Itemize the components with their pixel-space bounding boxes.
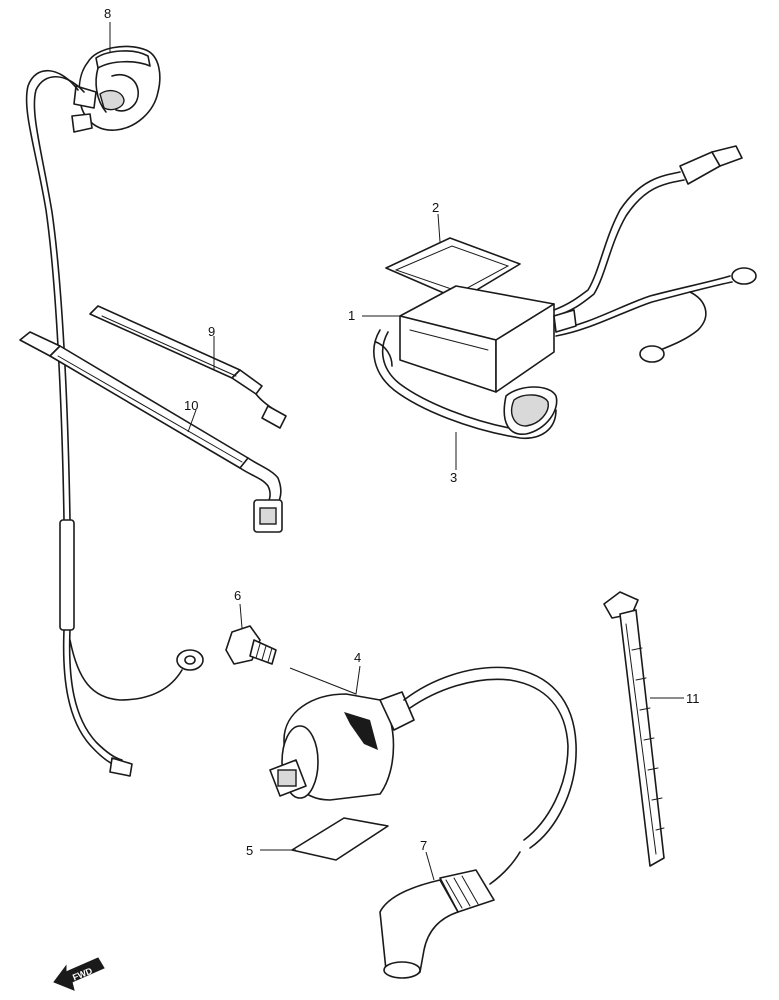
part-1-cdi-unit bbox=[399, 145, 757, 393]
callout-7: 7 bbox=[420, 838, 427, 853]
leader-lines bbox=[109, 22, 684, 881]
callout-8: 8 bbox=[104, 6, 111, 21]
callout-6: 6 bbox=[234, 588, 241, 603]
callout-3: 3 bbox=[450, 470, 457, 485]
part-6-bolt bbox=[225, 625, 277, 665]
callout-1: 1 bbox=[348, 308, 355, 323]
callout-4: 4 bbox=[354, 650, 361, 665]
part-10-wiring-harness bbox=[19, 331, 283, 533]
part-11-tie-strap bbox=[603, 591, 665, 867]
part-2-pad bbox=[385, 237, 521, 301]
callout-11: 11 bbox=[686, 691, 700, 706]
callout-2: 2 bbox=[432, 200, 439, 215]
callout-9: 9 bbox=[208, 324, 215, 339]
part-3-case bbox=[373, 329, 558, 439]
callouts: 8 2 1 9 10 3 6 4 11 5 7 bbox=[104, 6, 700, 858]
part-5-pad bbox=[291, 817, 389, 861]
callout-5: 5 bbox=[246, 843, 253, 858]
forward-arrow-icon: FWD bbox=[53, 957, 105, 991]
part-8-pickup-coil bbox=[25, 45, 204, 777]
part-9-wiring-harness bbox=[89, 305, 287, 429]
callout-10: 10 bbox=[184, 398, 198, 413]
part-7-spark-plug-cap bbox=[379, 851, 521, 979]
part-4-ignition-coil bbox=[269, 666, 577, 849]
